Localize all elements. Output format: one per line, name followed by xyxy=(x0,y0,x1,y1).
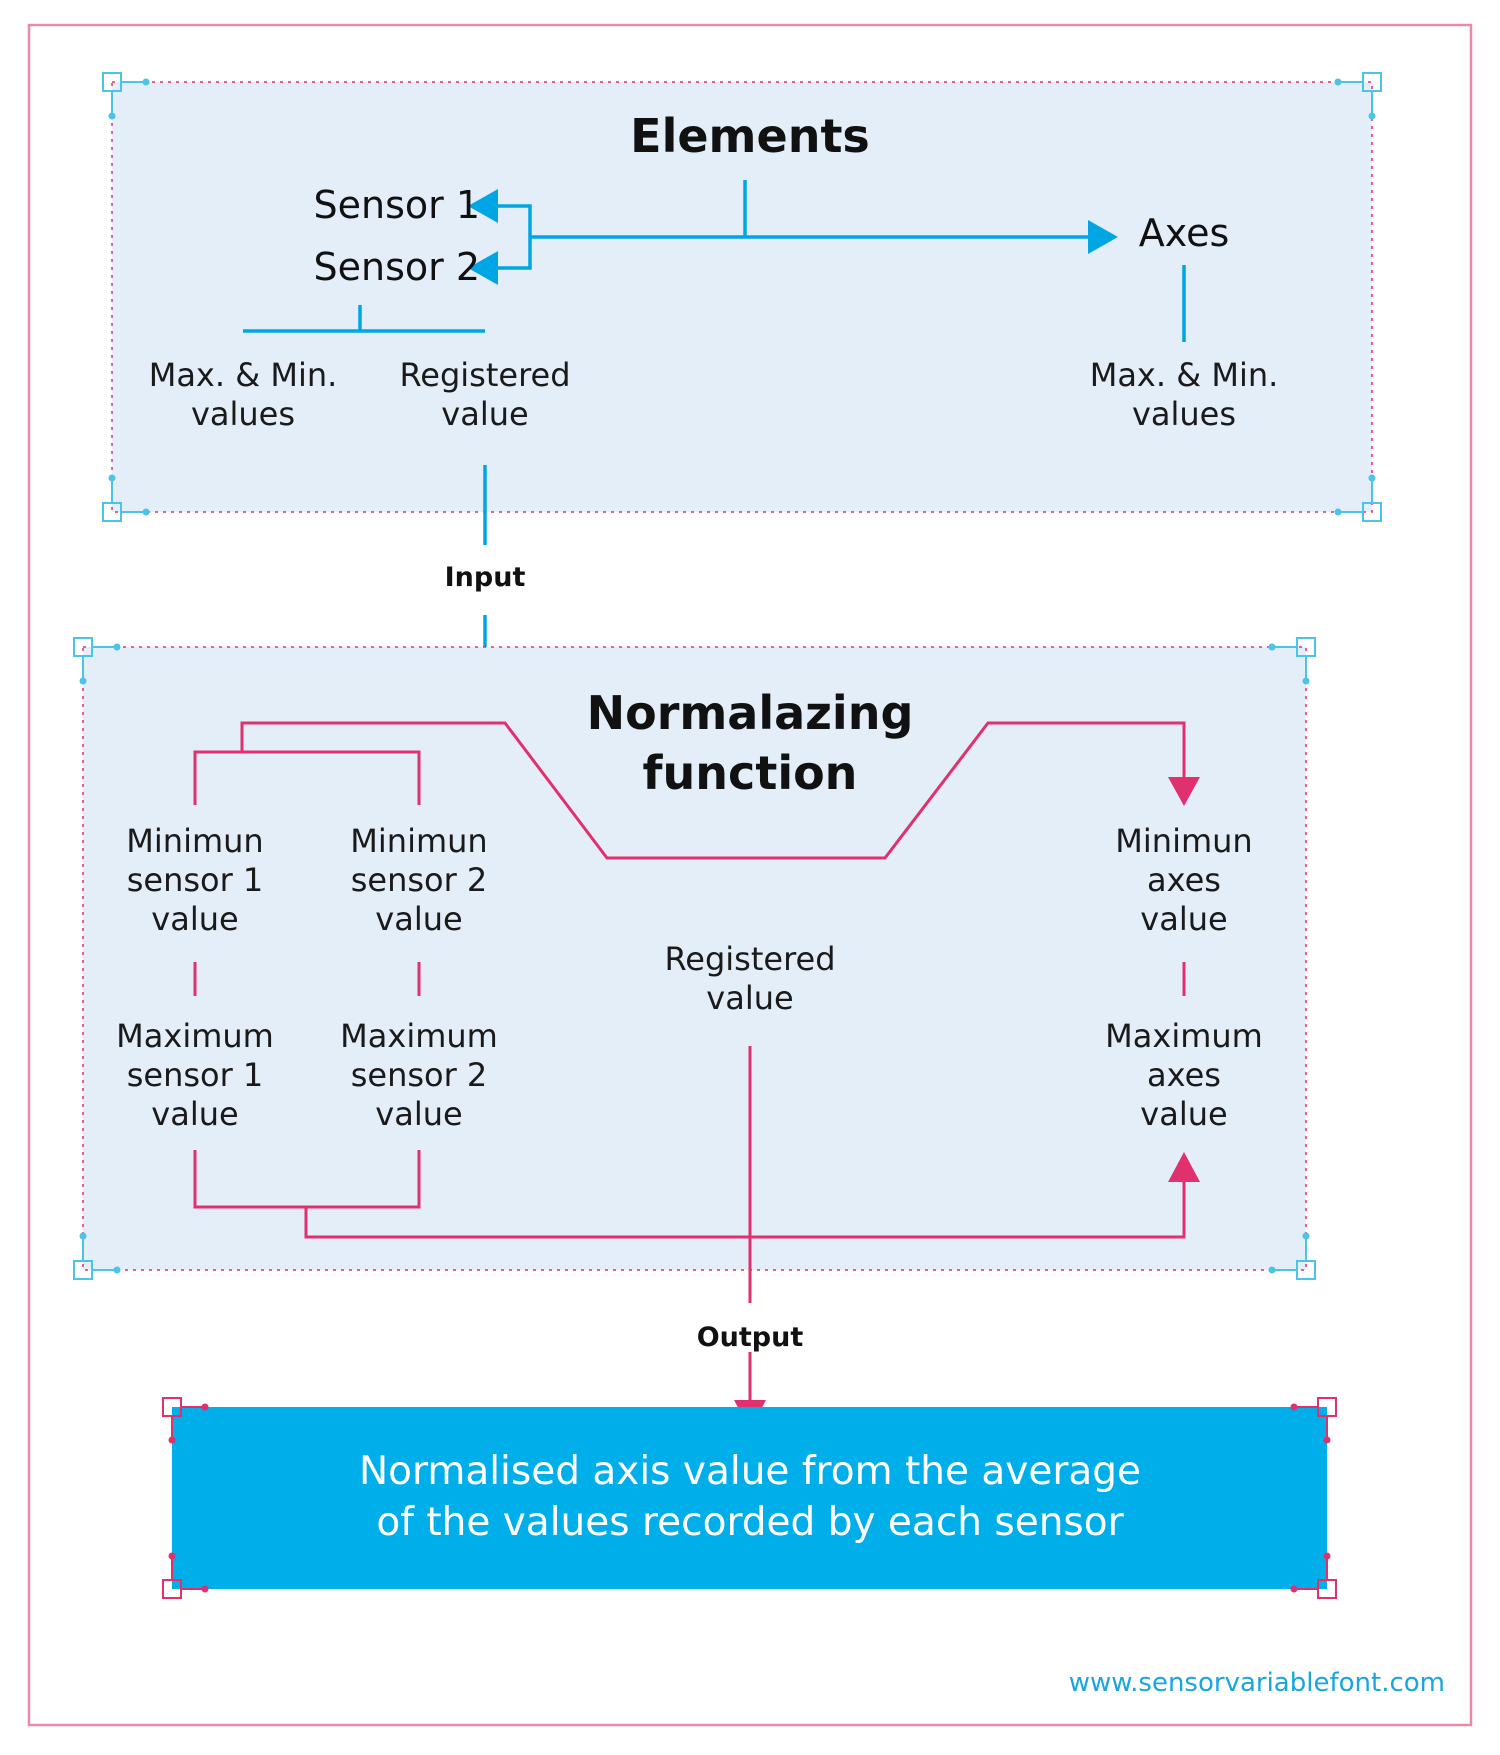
input-label: Input xyxy=(444,562,526,593)
max-axes-label: Maximum axes value xyxy=(1105,1017,1263,1134)
result-box xyxy=(172,1407,1327,1589)
min-sensor1-label: Minimun sensor 1 value xyxy=(126,822,264,939)
arrow-to-sensor2 xyxy=(468,251,498,285)
sensor-registered-label: Registered value xyxy=(399,356,571,434)
arrow-to-max-axes xyxy=(1168,1152,1200,1182)
normalizing-panel-handles xyxy=(73,637,1316,1280)
output-label: Output xyxy=(696,1322,804,1353)
outer-frame xyxy=(27,23,1473,1727)
arrow-to-axes xyxy=(1088,220,1118,254)
arrow-to-sensor1 xyxy=(468,189,498,223)
normalizing-title: Normalazing function xyxy=(586,686,914,800)
max-sensor1-label: Maximum sensor 1 value xyxy=(116,1017,274,1134)
axes-minmax-label: Max. & Min. values xyxy=(1089,356,1279,434)
registered-value-label: Registered value xyxy=(664,940,836,1018)
elements-panel-handles xyxy=(102,72,1382,522)
normalizing-connectors xyxy=(193,721,1186,1400)
min-axes-label: Minimun axes value xyxy=(1115,822,1253,939)
website-url: www.sensorvariablefont.com xyxy=(1068,1668,1445,1698)
max-sensor2-label: Maximum sensor 2 value xyxy=(340,1017,498,1134)
result-box-handles xyxy=(162,1397,1337,1599)
elements-panel xyxy=(111,81,1373,513)
sensor1-label: Sensor 1 xyxy=(313,183,480,227)
arrow-to-min-axes xyxy=(1168,777,1200,806)
result-text: Normalised axis value from the average o… xyxy=(358,1449,1142,1545)
elements-title: Elements xyxy=(630,109,870,163)
sensor2-label: Sensor 2 xyxy=(313,245,480,289)
min-sensor2-label: Minimun sensor 2 value xyxy=(350,822,488,939)
axes-label: Axes xyxy=(1138,211,1230,255)
sensor-minmax-label: Max. & Min. values xyxy=(148,356,338,434)
